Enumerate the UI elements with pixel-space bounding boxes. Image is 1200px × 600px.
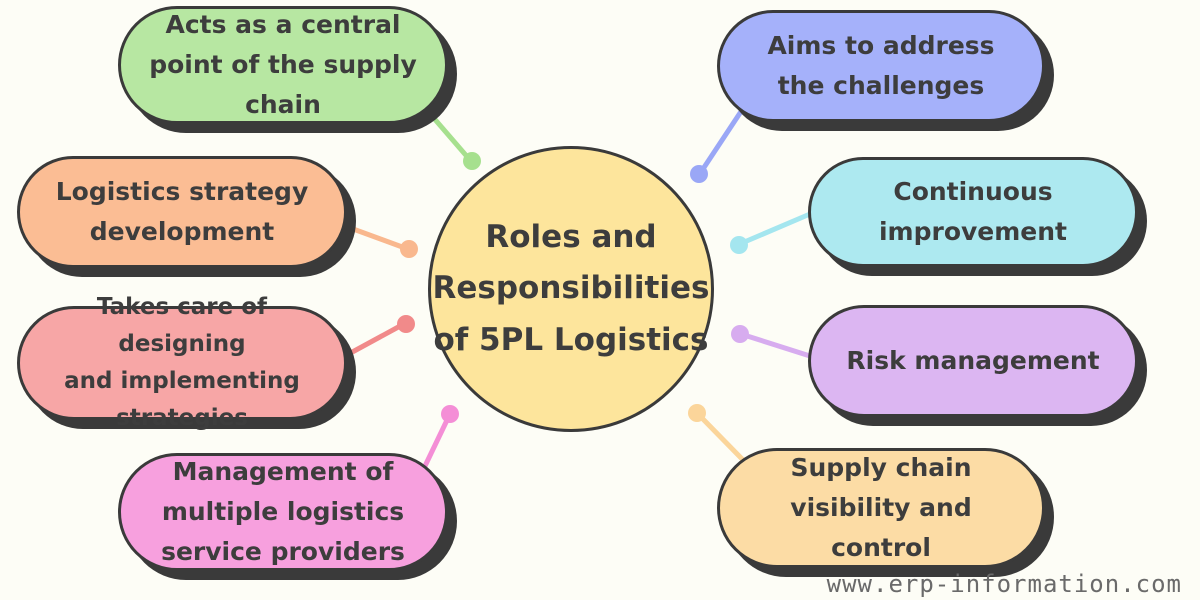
node-label-line: development xyxy=(89,217,275,246)
connector-improvement xyxy=(730,211,811,254)
node-label-line: control xyxy=(831,533,931,562)
node-label-line: service providers xyxy=(161,537,405,566)
node-continuous-improvement: Continuous improvement xyxy=(808,157,1138,267)
connector-line xyxy=(344,223,406,251)
node-label-line: Acts as a central xyxy=(165,10,401,39)
node-label: Management of multiple logistics service… xyxy=(161,452,405,572)
watermark: www.erp-information.com xyxy=(826,570,1182,598)
connector-dot xyxy=(731,325,749,343)
connector-line xyxy=(698,108,745,174)
node-label-line: point of the supply xyxy=(149,50,417,79)
connector-dot xyxy=(463,152,481,170)
node-label-line: improvement xyxy=(878,217,1068,246)
node-multiple-providers: Management of multiple logistics service… xyxy=(118,453,448,571)
node-label-line: Risk management xyxy=(846,346,1100,375)
connector-risk xyxy=(731,325,811,359)
connector-line xyxy=(743,332,811,359)
connector-dot xyxy=(441,405,459,423)
node-risk-management: Risk management xyxy=(808,305,1138,417)
node-label-line: strategies xyxy=(116,404,248,431)
node-label: Risk management xyxy=(846,341,1099,381)
node-address-challenges: Aims to address the challenges xyxy=(717,10,1045,122)
connector-line xyxy=(343,322,404,359)
node-central-point: Acts as a central point of the supply ch… xyxy=(118,6,448,124)
node-label-line: chain xyxy=(245,90,321,119)
node-label-line: Takes care of designing xyxy=(96,294,268,358)
connector-dot xyxy=(690,165,708,183)
connector-line xyxy=(741,211,811,246)
node-strategy-development: Logistics strategy development xyxy=(17,156,347,268)
node-label: Logistics strategy development xyxy=(56,172,309,252)
connector-visibility xyxy=(688,404,747,464)
node-label: Continuous improvement xyxy=(879,172,1067,252)
node-label: Aims to address the challenges xyxy=(767,26,994,106)
central-topic-line: Roles and xyxy=(485,219,657,256)
node-label: Supply chain visibility and control xyxy=(790,448,971,568)
connector-line xyxy=(430,114,472,162)
node-designing-implementing: Takes care of designing and implementing… xyxy=(17,294,347,431)
node-label-line: Aims to address xyxy=(767,31,995,60)
node-label-line: Logistics strategy xyxy=(55,177,309,206)
connector-dot xyxy=(397,315,415,333)
connector-challenges xyxy=(690,108,745,183)
node-label-line: multiple logistics xyxy=(161,497,405,526)
node-label-line: and implementing xyxy=(64,368,300,394)
node-label: Acts as a central point of the supply ch… xyxy=(149,5,417,125)
node-visibility-control: Supply chain visibility and control xyxy=(717,448,1045,568)
connector-central-point xyxy=(430,114,481,170)
central-topic: Roles and Responsibilities of 5PL Logist… xyxy=(428,146,714,432)
node-label: Takes care of designing and implementing… xyxy=(38,289,326,436)
node-label-line: Management of xyxy=(172,457,394,486)
node-label-line: visibility and xyxy=(790,493,972,522)
node-label-line: Continuous xyxy=(893,177,1053,206)
central-topic-line: of 5PL Logistics xyxy=(433,321,709,358)
connector-line xyxy=(422,414,452,468)
connector-strategy xyxy=(344,223,418,258)
node-label-line: the challenges xyxy=(777,71,985,100)
connector-dot xyxy=(730,236,748,254)
connector-dot xyxy=(400,240,418,258)
connector-dot xyxy=(688,404,706,422)
connector-line xyxy=(697,413,747,464)
central-topic-line: Responsibilities xyxy=(432,270,710,307)
connector-providers xyxy=(422,405,459,468)
node-label-line: Supply chain xyxy=(790,453,972,482)
connector-designing xyxy=(343,315,415,359)
